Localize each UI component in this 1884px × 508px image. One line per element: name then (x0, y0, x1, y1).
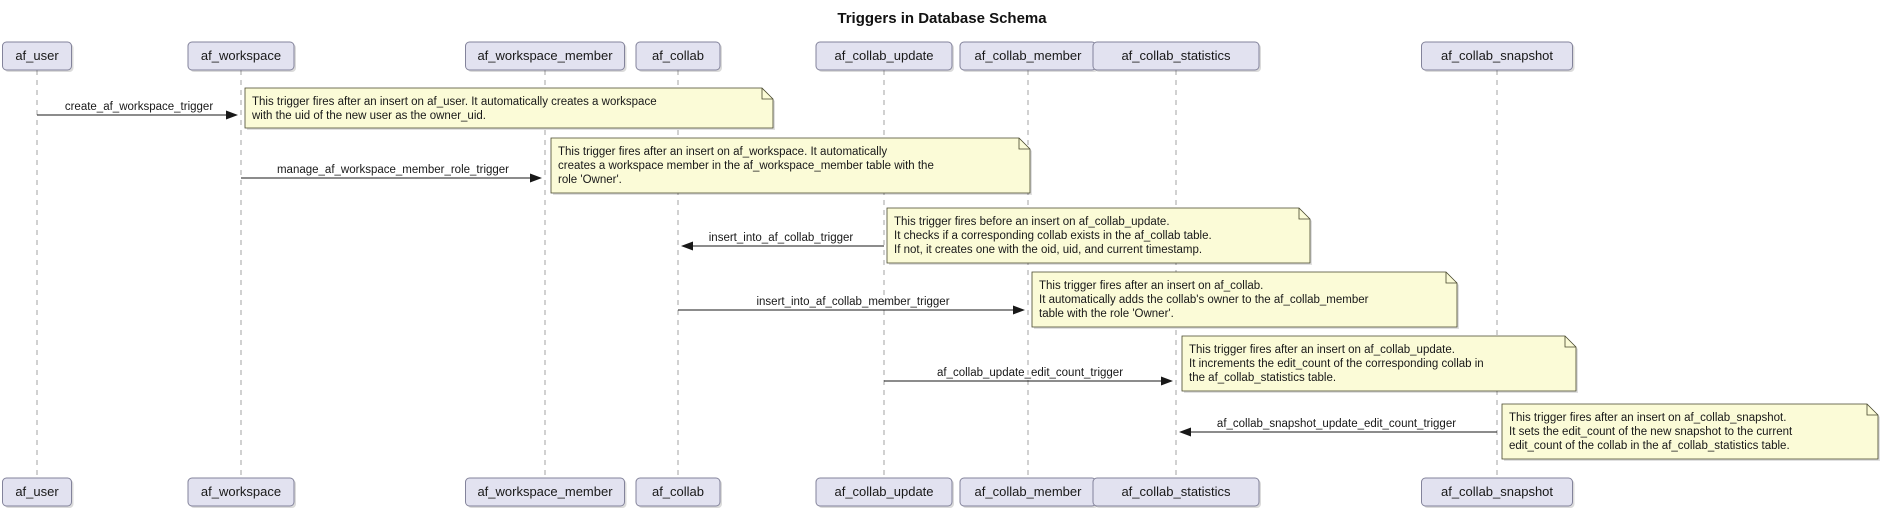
note-fold-icon (761, 88, 773, 100)
participant-box-top-af_collab_snapshot (1421, 41, 1573, 71)
message-6-label: af_collab_snapshot_update_edit_count_tri… (1217, 418, 1456, 430)
message-4-arrowhead-icon (1013, 305, 1025, 315)
note-5 (1181, 335, 1577, 392)
note-fold-icon (1018, 138, 1030, 150)
message-2-arrowhead-icon (530, 173, 542, 183)
note-5-line-2: It increments the edit_count of the corr… (1189, 358, 1484, 370)
note-3 (886, 207, 1311, 264)
participant-label-top-af_workspace_member: af_workspace_member (477, 48, 613, 63)
participant-label-bottom-af_collab_member: af_collab_member (975, 484, 1083, 499)
message-3-arrowhead-icon (681, 241, 693, 251)
note-1-line-1: This trigger fires after an insert on af… (252, 96, 657, 108)
participant-box-bottom-af_collab_snapshot (1421, 477, 1573, 507)
participant-box-top-af_workspace (187, 41, 295, 71)
note-fold-icon (1564, 336, 1576, 348)
note-2-line-1: This trigger fires after an insert on af… (558, 146, 887, 158)
participant-label-top-af_collab_statistics: af_collab_statistics (1121, 48, 1231, 63)
message-1-label: create_af_workspace_trigger (65, 101, 213, 113)
participant-box-bottom-af_workspace (187, 477, 295, 507)
note-2 (550, 137, 1031, 194)
note-3-line-2: It checks if a corresponding collab exis… (894, 230, 1212, 242)
note-fold-icon (1298, 208, 1310, 220)
diagram-title: Triggers in Database Schema (837, 10, 1047, 27)
participant-label-bottom-af_workspace: af_workspace (201, 484, 281, 499)
note-fold-icon (1866, 404, 1878, 416)
participant-label-bottom-af_collab_statistics: af_collab_statistics (1121, 484, 1231, 499)
message-1-arrowhead-icon (226, 110, 238, 120)
participant-label-bottom-af_workspace_member: af_workspace_member (477, 484, 613, 499)
note-6-line-2: It sets the edit_count of the new snapsh… (1509, 426, 1793, 438)
participant-box-top-af_workspace_member (465, 41, 625, 71)
participant-label-top-af_user: af_user (15, 48, 59, 63)
message-4-label: insert_into_af_collab_member_trigger (756, 296, 949, 308)
participant-label-top-af_collab_snapshot: af_collab_snapshot (1441, 48, 1553, 63)
participant-label-bottom-af_collab: af_collab (652, 484, 704, 499)
note-3-line-1: This trigger fires before an insert on a… (894, 216, 1170, 228)
participant-label-top-af_collab: af_collab (652, 48, 704, 63)
participant-box-top-af_collab (635, 41, 721, 71)
participant-box-bottom-af_collab_update (815, 477, 953, 507)
participant-label-top-af_workspace: af_workspace (201, 48, 281, 63)
note-6 (1501, 403, 1879, 460)
note-2-line-2: creates a workspace member in the af_wor… (558, 160, 934, 172)
participant-box-bottom-af_collab (635, 477, 721, 507)
note-fold-icon (1445, 272, 1457, 284)
note-2-line-3: role 'Owner'. (558, 174, 622, 186)
note-4 (1031, 271, 1458, 328)
note-3-line-3: If not, it creates one with the oid, uid… (894, 244, 1202, 256)
note-1 (244, 87, 774, 129)
participant-box-top-af_user (2, 41, 72, 71)
note-6-line-1: This trigger fires after an insert on af… (1509, 412, 1786, 424)
message-6-arrowhead-icon (1179, 427, 1191, 437)
participant-box-top-af_collab_update (815, 41, 953, 71)
note-5-line-1: This trigger fires after an insert on af… (1189, 344, 1455, 356)
note-1-line-2: with the uid of the new user as the owne… (251, 110, 486, 122)
participant-label-top-af_collab_update: af_collab_update (834, 48, 933, 63)
participant-label-top-af_collab_member: af_collab_member (975, 48, 1083, 63)
note-4-line-2: It automatically adds the collab's owner… (1039, 294, 1369, 306)
message-5-label: af_collab_update_edit_count_trigger (937, 367, 1123, 379)
participant-label-bottom-af_user: af_user (15, 484, 59, 499)
participant-box-bottom-af_workspace_member (465, 477, 625, 507)
message-3-label: insert_into_af_collab_trigger (709, 232, 854, 244)
participant-box-bottom-af_collab_statistics (1092, 477, 1260, 507)
note-4-line-1: This trigger fires after an insert on af… (1039, 280, 1263, 292)
participant-label-bottom-af_collab_update: af_collab_update (834, 484, 933, 499)
message-2-label: manage_af_workspace_member_role_trigger (277, 164, 509, 176)
participant-box-bottom-af_user (2, 477, 72, 507)
participant-label-bottom-af_collab_snapshot: af_collab_snapshot (1441, 484, 1553, 499)
note-5-line-3: the af_collab_statistics table. (1189, 372, 1336, 384)
participant-box-top-af_collab_statistics (1092, 41, 1260, 71)
note-4-line-3: table with the role 'Owner'. (1039, 308, 1174, 320)
message-5-arrowhead-icon (1161, 376, 1173, 386)
note-6-line-3: edit_count of the collab in the af_colla… (1509, 440, 1790, 452)
